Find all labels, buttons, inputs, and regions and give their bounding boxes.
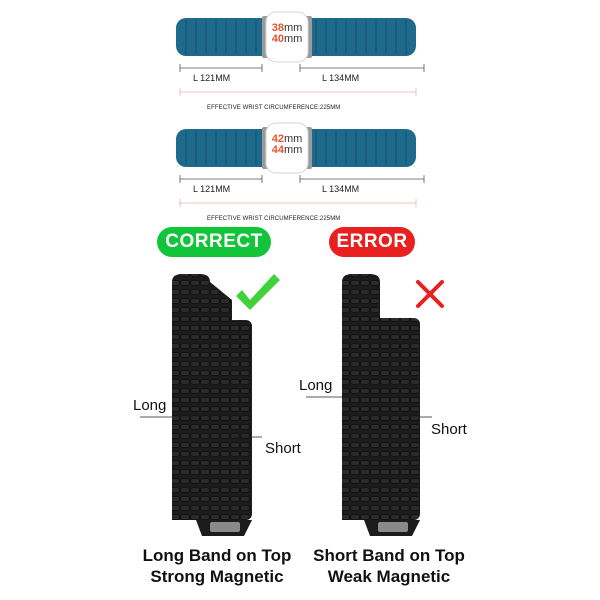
correct-caption-line1: Long Band on Top xyxy=(142,546,292,565)
error-caption: Short Band on Top Weak Magnetic xyxy=(279,545,499,587)
sizing-diagram-1: 38mm 40mm L 121MM L 134MM EFFECTIVE WRIS… xyxy=(0,10,600,120)
strap-texture xyxy=(185,20,407,54)
right-length-text: L 134MM xyxy=(322,73,360,83)
size-bottom: 44 xyxy=(271,144,284,156)
left-length-text: L 121MM xyxy=(193,184,231,194)
correct-short-band xyxy=(222,320,252,520)
left-length-text: L 121MM xyxy=(193,73,231,83)
right-length-text: L 134MM xyxy=(322,184,360,194)
size-unit: mm xyxy=(283,33,303,45)
correct-long-band-top xyxy=(172,300,228,520)
error-caption-line1: Short Band on Top xyxy=(313,546,465,565)
correct-caption-line2: Strong Magnetic xyxy=(150,567,284,586)
error-badge: ERROR xyxy=(329,227,415,257)
circumference-text: EFFECTIVE WRIST CIRCUMFERENCE:225MM xyxy=(207,216,341,222)
error-band-pair xyxy=(306,274,432,536)
size-unit: mm xyxy=(283,22,303,34)
correct-long-label: Long xyxy=(133,397,167,414)
band-comparison-illustration xyxy=(140,274,444,536)
size-bottom: 40 xyxy=(271,33,284,45)
watch-face xyxy=(265,11,309,63)
circumference-text: EFFECTIVE WRIST CIRCUMFERENCE:225MM xyxy=(207,105,341,111)
error-short-band-top xyxy=(370,318,420,520)
error-caption-line2: Weak Magnetic xyxy=(327,567,451,586)
error-bottom-connector xyxy=(378,522,408,532)
size-unit: mm xyxy=(283,144,303,156)
blue-band-illustration xyxy=(176,11,425,96)
watch-size-label: 38mm 40mm xyxy=(257,23,317,45)
error-long-label: Long xyxy=(299,377,333,394)
strap-texture xyxy=(185,131,407,165)
size-top: 38 xyxy=(271,22,284,34)
correct-band-pair xyxy=(140,274,262,536)
correct-caption: Long Band on Top Strong Magnetic xyxy=(107,545,327,587)
watch-size-label: 42mm 44mm xyxy=(257,134,317,156)
watch-face xyxy=(265,122,309,174)
check-icon xyxy=(236,274,280,310)
correct-bottom-connector xyxy=(210,522,240,532)
correct-short-label: Short xyxy=(265,440,301,457)
cross-icon xyxy=(416,280,444,308)
blue-band-illustration xyxy=(176,122,425,207)
size-top: 42 xyxy=(271,133,284,145)
sizing-diagram-2: 42mm 44mm L 121MM L 134MM EFFECTIVE WRIS… xyxy=(0,121,600,231)
error-short-label: Short xyxy=(431,421,467,438)
correct-badge: CORRECT xyxy=(157,227,271,257)
size-unit: mm xyxy=(283,133,303,145)
